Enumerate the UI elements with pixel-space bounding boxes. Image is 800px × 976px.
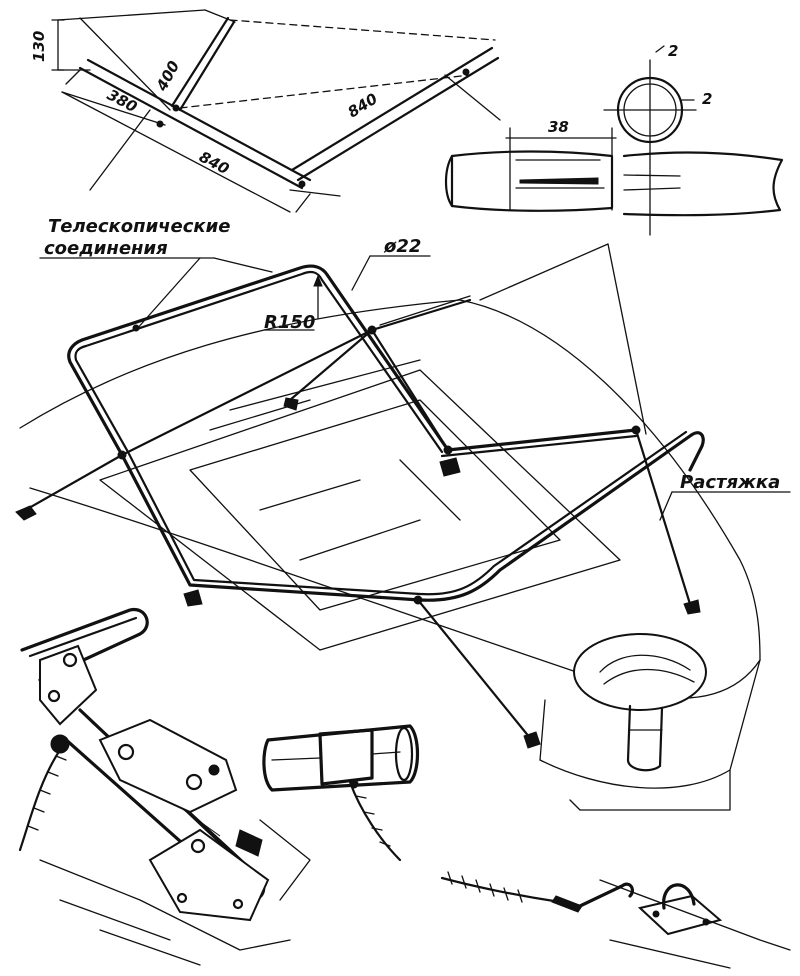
dim-wall-side: 2 <box>702 90 712 108</box>
hinge-mount-detail <box>18 607 311 966</box>
awning-frame <box>15 243 791 749</box>
tube-section-detail: 2 2 <box>603 42 712 236</box>
label-tube-diameter: ø22 <box>383 236 421 257</box>
dim-wall-top: 2 <box>668 42 678 60</box>
label-bend-radius: R150 <box>264 312 315 333</box>
dim-38: 38 <box>548 118 569 136</box>
dim-840-left: 840 <box>196 148 232 179</box>
label-telescopic-joints-line2: соединения <box>44 238 168 259</box>
main-view-labels: Телескопические соединения ø22 R150 Раст… <box>44 216 780 493</box>
dim-130: 130 <box>30 31 48 62</box>
label-telescopic-joints-line1: Телескопические <box>48 216 230 237</box>
telescopic-joint-detail: 38 <box>444 118 784 217</box>
hook-and-deck-eye <box>440 871 791 969</box>
dim-400: 400 <box>152 58 183 95</box>
outboard-motor-cover <box>573 633 707 711</box>
telescopic-sleeve-detail <box>262 724 420 862</box>
label-stay: Растяжка <box>680 472 780 493</box>
dim-840-right: 840 <box>345 90 381 122</box>
boat-hull <box>19 299 761 811</box>
frame-dimension-sketch: 130 400 380 840 840 <box>30 9 501 213</box>
